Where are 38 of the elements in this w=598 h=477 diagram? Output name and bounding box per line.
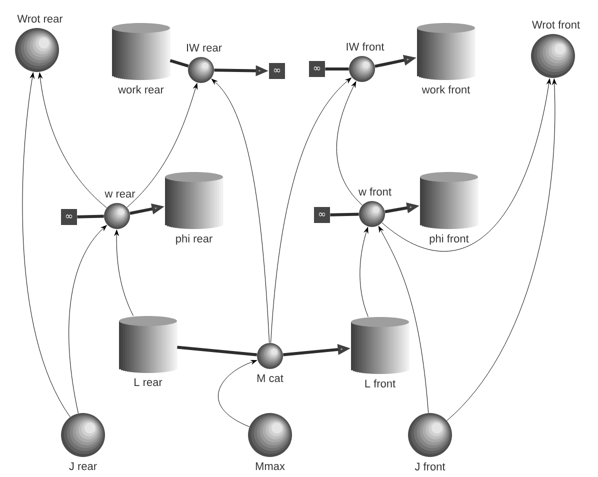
connector-arrow bbox=[126, 83, 198, 208]
node-label: work rear bbox=[118, 85, 164, 94]
flow-pipe bbox=[177, 346, 257, 356]
connector-arrow bbox=[336, 81, 362, 206]
cloud-box: ∞ bbox=[61, 209, 77, 225]
cloud-box: ∞ bbox=[269, 63, 285, 79]
connector-arrow bbox=[211, 78, 270, 344]
connector-arrow bbox=[114, 230, 134, 316]
node-label: M cat bbox=[257, 374, 284, 382]
cloud-box: ∞ bbox=[309, 61, 325, 77]
node-label: J front bbox=[414, 462, 446, 470]
node-label: work front bbox=[422, 85, 470, 94]
connector-arrow bbox=[378, 226, 429, 414]
connector-arrow bbox=[360, 227, 368, 318]
node-label: phi front bbox=[430, 234, 469, 245]
node-label: L rear bbox=[134, 378, 162, 386]
connector-arrow bbox=[22, 72, 70, 418]
connector-arrow bbox=[218, 360, 258, 427]
flow-pipe bbox=[330, 212, 359, 216]
flow-pipe bbox=[77, 214, 104, 218]
node-label: w rear bbox=[104, 192, 136, 198]
connector-arrow bbox=[38, 72, 107, 208]
node-label: Mmax bbox=[256, 462, 285, 470]
cloud-box: ∞ bbox=[314, 207, 330, 223]
node-label: L front bbox=[365, 379, 396, 388]
node-label: IW rear bbox=[187, 44, 222, 52]
connector-arrow bbox=[68, 225, 107, 414]
node-label: J rear bbox=[69, 462, 97, 470]
node-label: IW front bbox=[346, 42, 384, 51]
node-label: Wrot front bbox=[532, 20, 580, 29]
connector-arrow bbox=[446, 78, 557, 421]
node-label: Wrot rear bbox=[17, 14, 63, 23]
connector-arrow bbox=[270, 78, 352, 344]
connector-arrow bbox=[382, 78, 551, 252]
flow-pipe bbox=[325, 68, 349, 70]
flow-pipe bbox=[170, 59, 189, 68]
node-label: phi rear bbox=[176, 234, 212, 245]
node-label: w front bbox=[358, 188, 392, 196]
